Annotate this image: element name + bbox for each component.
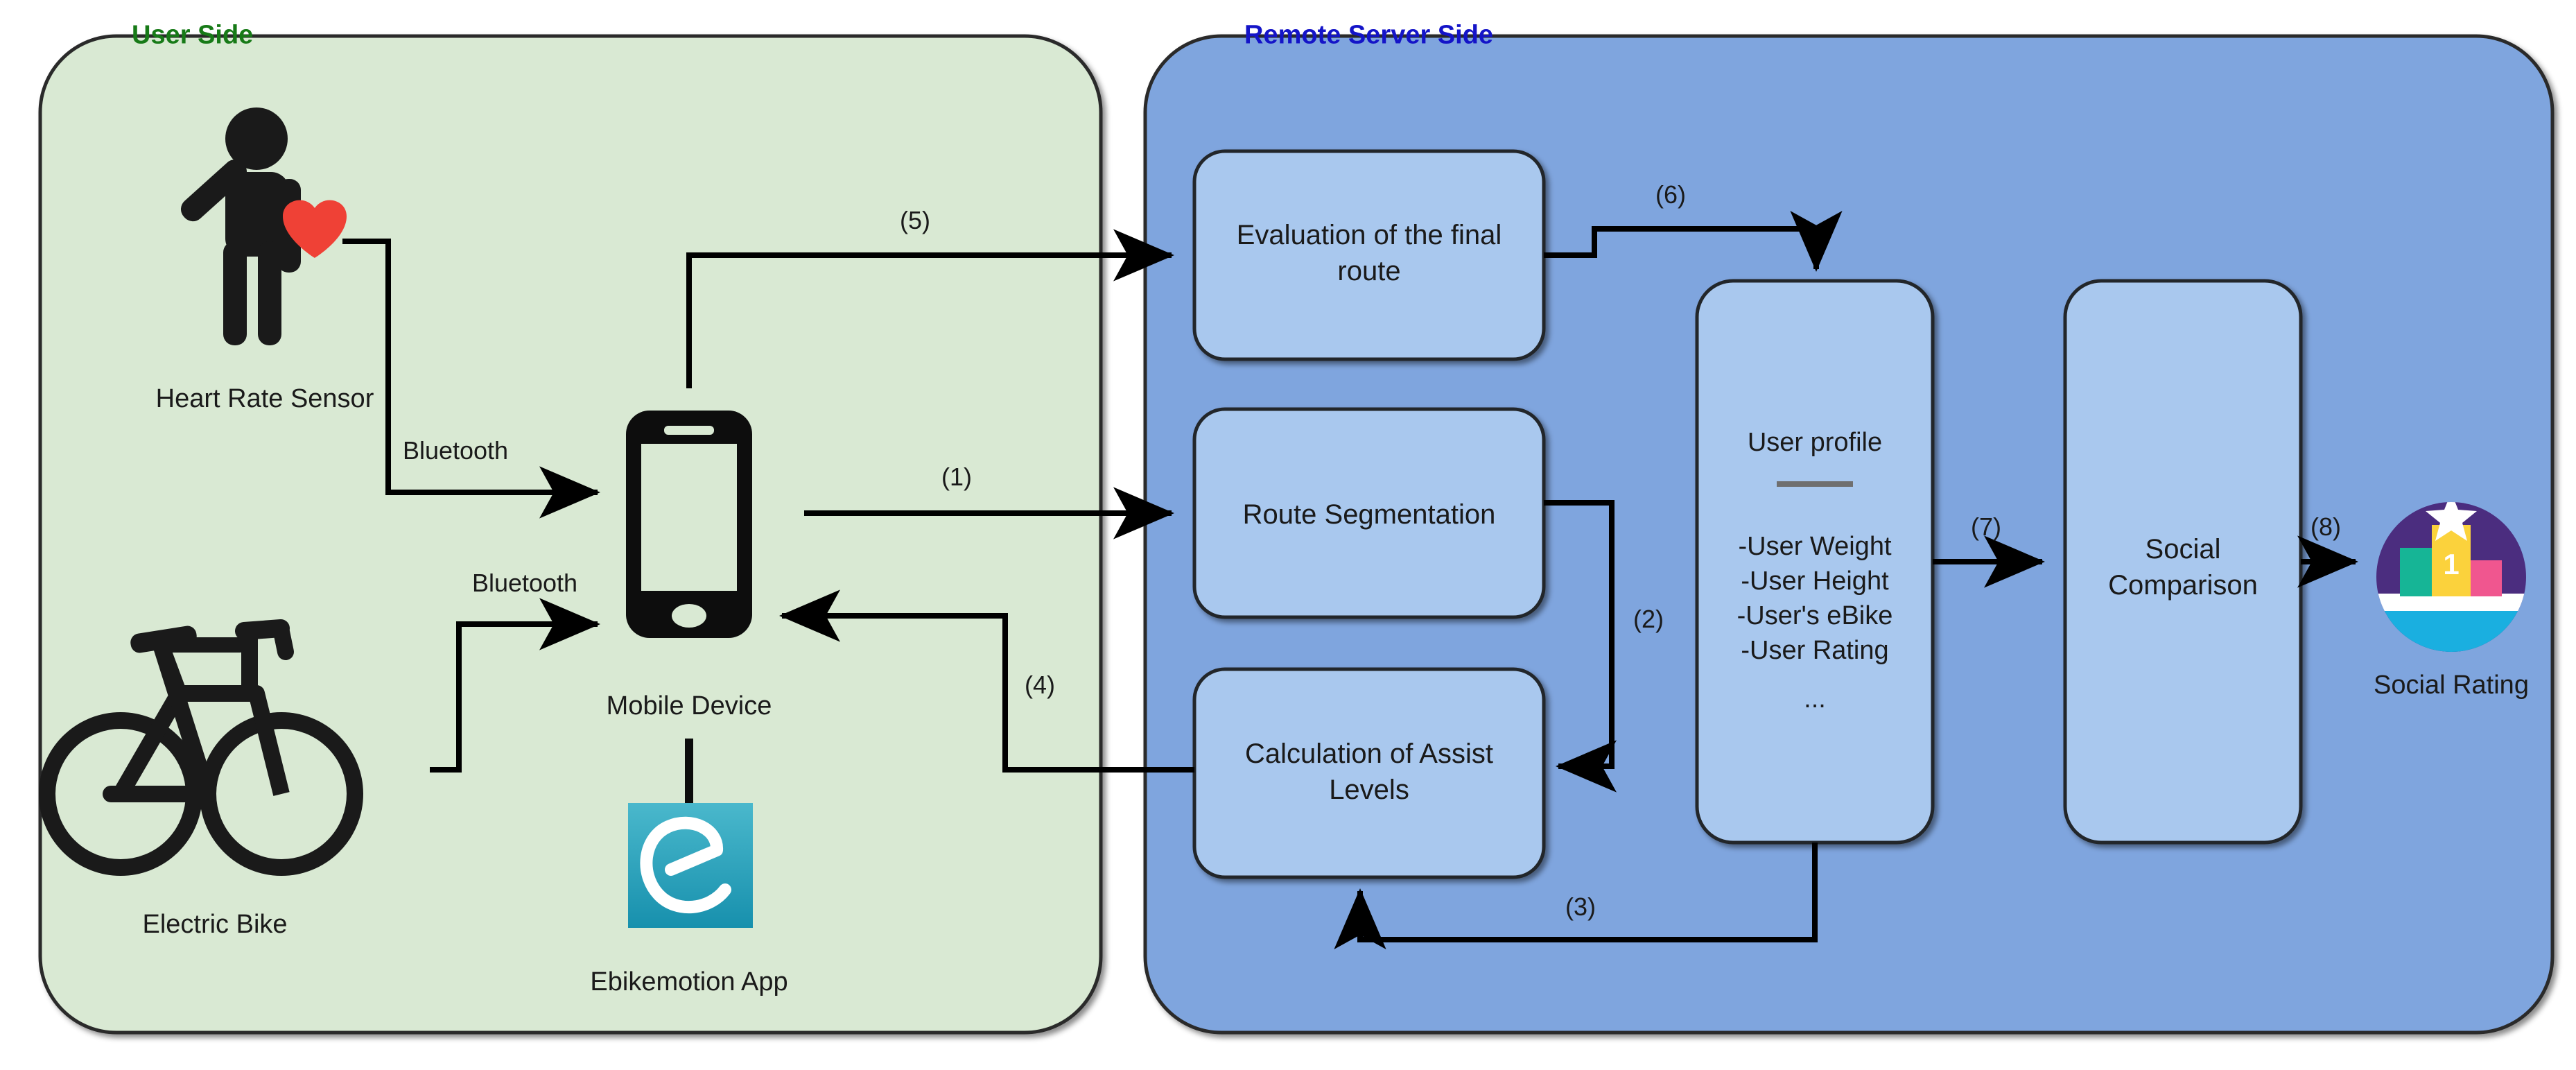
- bluetooth-label-top: Bluetooth: [403, 436, 508, 465]
- flow-5-label: (5): [900, 206, 930, 234]
- route-segmentation-box[interactable]: [1192, 407, 1546, 619]
- user-side-label: User Side: [132, 20, 253, 49]
- bike-to-phone-link: [430, 598, 600, 773]
- flow-2-link: [1544, 500, 1617, 793]
- user-profile-item-0: -User Weight: [1738, 532, 1891, 561]
- ebikemotion-logo-icon: [628, 803, 753, 928]
- user-profile-item-2: -User's eBike: [1737, 601, 1893, 630]
- user-side-container: [38, 34, 1103, 1035]
- smartphone-icon: [626, 411, 752, 638]
- flow-4-label: (4): [1025, 671, 1055, 699]
- assist-levels-box-line-1: Calculation of Assist: [1245, 739, 1493, 769]
- user-profile-box[interactable]: [1695, 279, 1935, 845]
- user-profile-title: User profile: [1748, 428, 1882, 457]
- assist-levels-box-line-2: Levels: [1329, 775, 1409, 805]
- mobile-device-caption: Mobile Device: [607, 691, 772, 720]
- evaluation-box-line-1: Evaluation of the final: [1237, 220, 1502, 250]
- electric-bike-caption: Electric Bike: [142, 910, 287, 939]
- flow-6-link: [1544, 211, 1843, 272]
- social-comparison-line-1: Social: [2146, 534, 2221, 564]
- flow-2-label: (2): [1633, 605, 1664, 633]
- flow-1-label: (1): [941, 463, 972, 491]
- bluetooth-label-bottom: Bluetooth: [472, 569, 577, 597]
- flow-3-label: (3): [1565, 892, 1596, 921]
- heart-rate-sensor-caption: Heart Rate Sensor: [156, 384, 374, 413]
- user-profile-item-3: -User Rating: [1741, 636, 1888, 665]
- bicycle-icon: [39, 619, 363, 876]
- flow-5-link: [686, 229, 1174, 388]
- ebikemotion-app-caption: Ebikemotion App: [590, 967, 787, 996]
- flow-8-label: (8): [2310, 512, 2341, 541]
- person-with-heart-icon: [180, 107, 347, 345]
- server-side-label: Remote Server Side: [1244, 20, 1493, 49]
- evaluation-box[interactable]: [1192, 149, 1546, 361]
- podium-trophy-icon: 1: [2376, 502, 2526, 652]
- social-comparison-line-2: Comparison: [2108, 570, 2258, 601]
- social-rating-caption: Social Rating: [2374, 671, 2529, 700]
- evaluation-box-line-2: route: [1337, 256, 1400, 286]
- user-profile-item-4: ...: [1804, 684, 1826, 714]
- assist-levels-box[interactable]: [1192, 667, 1546, 879]
- podium-rank-number: 1: [2443, 548, 2459, 580]
- flow-3-link: [1334, 843, 1818, 949]
- hr-to-phone-link: [342, 239, 600, 519]
- flow-4-link: [779, 589, 1194, 773]
- flow-6-label: (6): [1655, 180, 1686, 209]
- user-profile-item-1: -User Height: [1741, 567, 1889, 596]
- route-segmentation-box-line-1: Route Segmentation: [1243, 499, 1496, 530]
- flow-7-label: (7): [1971, 512, 2001, 541]
